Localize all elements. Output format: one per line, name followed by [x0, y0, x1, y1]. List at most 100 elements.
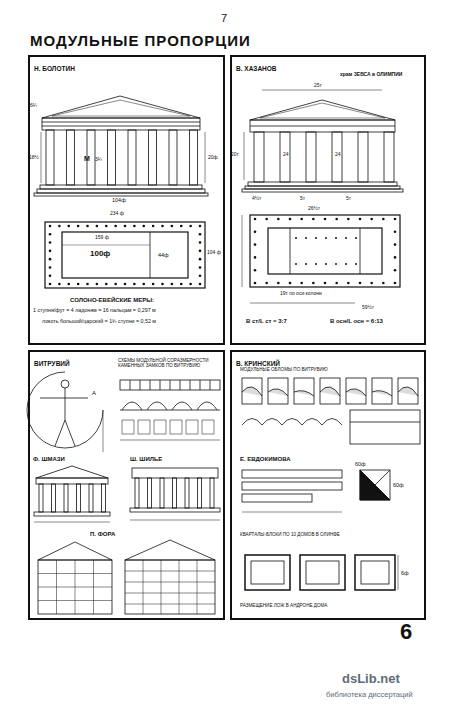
ratio: В осн/L осн = 6:13 — [330, 318, 383, 325]
stone-block-scheme — [120, 380, 220, 440]
temple-plan — [268, 228, 382, 274]
column-dot — [325, 237, 327, 239]
temple-plan — [290, 228, 291, 274]
block-plan — [242, 494, 312, 502]
panel-heading: Е. ЕВДОКИМОВА — [240, 456, 291, 463]
column — [67, 130, 75, 185]
column-dot — [96, 283, 99, 286]
column-dot — [199, 250, 202, 253]
stone-block-scheme — [120, 410, 220, 411]
column-dot — [382, 218, 385, 221]
column-dot — [324, 282, 327, 285]
column — [128, 130, 136, 185]
column-dot — [315, 263, 317, 265]
vitruvian-figure — [27, 372, 103, 448]
temple-elevation — [130, 520, 220, 521]
column-dot — [305, 263, 307, 265]
column — [39, 478, 214, 512]
molding-profile — [320, 387, 340, 396]
molding-profile — [398, 378, 418, 404]
stone-block-scheme — [138, 420, 150, 434]
column-dot — [347, 282, 350, 285]
column-dot — [161, 225, 164, 228]
column — [306, 132, 316, 182]
stone-block-scheme — [210, 380, 211, 390]
temple-elevation — [42, 126, 200, 127]
column-dot — [171, 283, 174, 286]
panel-heading: В. ХАЗАНОВ — [236, 65, 277, 72]
column-dot — [254, 256, 257, 259]
stone-block-scheme — [202, 420, 214, 434]
figure-number: 6 — [400, 620, 412, 644]
column-dot — [142, 283, 145, 286]
column-dot — [96, 225, 99, 228]
temple-plan — [45, 222, 205, 288]
column — [358, 132, 368, 182]
dimension-label: 4½т — [252, 196, 261, 202]
temple-elevation — [242, 189, 403, 192]
dimension-label: 6¼ — [30, 103, 37, 109]
column-dot — [67, 225, 70, 228]
stone-block-scheme — [130, 380, 131, 390]
temple-elevation — [260, 103, 385, 118]
panel-heading: П. ФОРА — [90, 531, 115, 538]
block-plan — [360, 470, 390, 500]
room-plan — [306, 561, 339, 584]
column-dot — [49, 258, 52, 261]
column-dot — [199, 233, 202, 236]
column-dot — [254, 282, 257, 285]
column — [169, 130, 177, 185]
dimension-label: 104ф — [112, 197, 126, 203]
temple-elevation — [244, 132, 245, 180]
vitruvian-figure — [103, 410, 104, 452]
column — [384, 132, 394, 182]
scaffold-grid — [93, 560, 94, 614]
column — [46, 130, 198, 185]
column-dot — [133, 283, 136, 286]
temple-elevation — [42, 122, 200, 123]
column-dot — [49, 250, 52, 253]
column-dot — [86, 225, 89, 228]
stone-block-scheme — [147, 402, 167, 410]
dimension-label: 24 — [335, 152, 341, 158]
block-plan — [242, 470, 390, 512]
column-dot — [305, 237, 307, 239]
dimension-label: 59½т — [362, 305, 374, 311]
room-plan — [245, 555, 290, 590]
watermark: dsLib.net — [342, 672, 400, 686]
stone-block-scheme — [180, 380, 181, 390]
molding-profile — [242, 378, 420, 444]
dimension-label: 5т — [300, 196, 305, 202]
scaffold-grid — [197, 560, 198, 614]
column-dot — [49, 274, 52, 277]
scaffold-frame — [125, 560, 215, 614]
dimension-label: 60ф — [355, 461, 366, 467]
column-dot — [324, 218, 327, 221]
column-dot — [335, 282, 338, 285]
column-dot — [254, 218, 397, 285]
column-dot — [105, 283, 108, 286]
temple-elevation — [42, 118, 200, 130]
temple-elevation — [34, 193, 208, 196]
column-dot — [347, 218, 350, 221]
note-heading: СОЛОНО-ЕВЕЙСКИЕ МЕРЫ: — [70, 297, 154, 304]
molding-profile — [242, 378, 262, 404]
stone-block-scheme — [197, 402, 217, 410]
column — [185, 478, 189, 508]
block-plan — [360, 470, 390, 500]
dimension-label: 100ф — [90, 250, 110, 259]
scaffold-grid — [125, 571, 215, 572]
column-dot — [394, 282, 397, 285]
molding-profile — [372, 391, 392, 396]
column-dot — [199, 266, 202, 269]
stone-block-scheme — [120, 440, 220, 441]
temple-elevation — [52, 100, 190, 116]
column-dot — [289, 282, 292, 285]
column — [254, 132, 394, 182]
column-dot — [312, 218, 315, 221]
column-dot — [199, 283, 202, 286]
panel-heading: ВИТРУВИЙ — [34, 360, 70, 367]
panel-heading: Ф. ШМАЗИ — [33, 456, 65, 463]
temple-elevation — [37, 189, 205, 193]
